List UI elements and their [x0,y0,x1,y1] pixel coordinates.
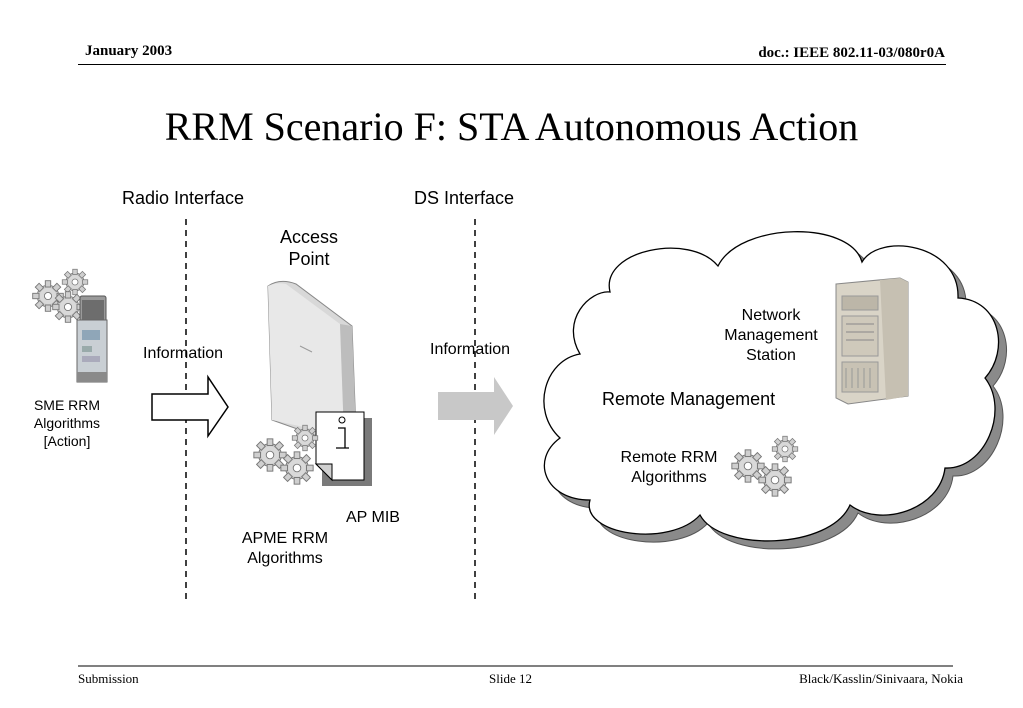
information-arrow-outline [151,374,229,439]
header-doc-id: doc.: IEEE 802.11-03/080r0A [758,45,945,61]
footer-authors: Black/Kasslin/Sinivaara, Nokia [799,671,963,686]
pc-card-device-icon [76,295,108,383]
apme-gears-icon [253,424,319,485]
sme-rrm-label: SME RRM Algorithms [Action] [33,397,101,449]
slide-title: RRM Scenario F: STA Autonomous Action [164,104,859,149]
network-management-station-label: Network Management Station [724,307,818,364]
remote-management-label: Remote Management [602,389,776,409]
access-point-device-icon [267,280,357,443]
access-point-label: Access Point [279,227,339,269]
ap-mib-document-icon [314,411,372,486]
footer-slide-number: Slide 12 [489,671,532,686]
information-label-right: Information [430,341,511,358]
ap-mib-label: AP MIB [346,509,400,526]
radio-interface-label: Radio Interface [122,188,245,208]
header-rule [78,64,946,65]
information-label-left: Information [143,345,224,362]
apme-rrm-label: APME RRM Algorithms [241,530,329,567]
information-arrow-filled [438,377,513,435]
sme-gears-icon [32,268,89,323]
footer-submission: Submission [78,671,139,686]
remote-management-cloud [543,231,1000,542]
server-tower-icon [835,277,909,405]
header-date: January 2003 [85,43,173,59]
remote-rrm-label: Remote RRM Algorithms [620,449,718,486]
ds-interface-label: DS Interface [414,188,515,208]
